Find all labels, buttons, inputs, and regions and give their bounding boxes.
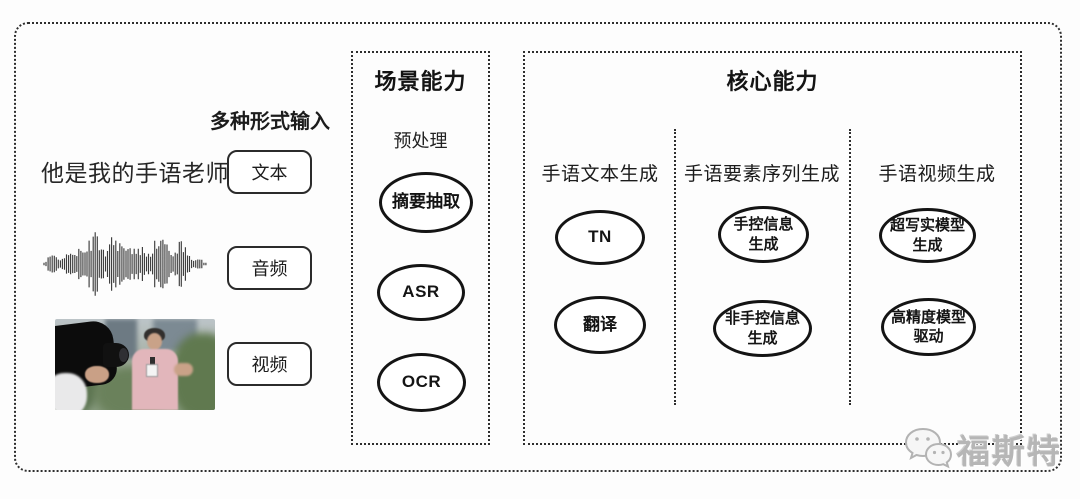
- photo-camera-lens-glass: [119, 348, 128, 362]
- node-summary-extraction: 摘要抽取: [379, 172, 473, 233]
- core-capability-title: 核心能力: [726, 69, 819, 94]
- node-translation: 翻译: [554, 296, 646, 354]
- node-tn: TN: [555, 210, 645, 265]
- input-type-label: 文本: [251, 163, 288, 183]
- photo-reporter-jacket: [132, 349, 178, 410]
- outer-dashed-border: [14, 22, 1062, 472]
- input-type-label: 视频: [251, 355, 288, 375]
- scene-capability-box: 场景能力 预处理 摘要抽取 ASR OCR: [351, 51, 490, 445]
- column-header-sign-video-generation: 手语视频生成: [878, 164, 996, 185]
- photo-reporter-hand: [174, 363, 193, 376]
- node-label: 手控信息 生成: [733, 216, 794, 253]
- node-label: 摘要抽取: [392, 192, 460, 212]
- photo-microphone: [150, 357, 155, 365]
- core-capability-box: 核心能力 手语文本生成 手语要素序列生成 手语视频生成 TN 翻译 手控信息 生…: [523, 51, 1022, 445]
- wechat-chat-bubbles-icon: [904, 427, 953, 469]
- scene-capability-title: 场景能力: [374, 69, 467, 94]
- node-label: OCR: [401, 372, 442, 392]
- node-label: ASR: [402, 282, 440, 302]
- input-type-box-video: 视频: [227, 342, 312, 386]
- node-manual-info-generation: 手控信息 生成: [718, 206, 809, 263]
- input-section-label: 多种形式输入: [210, 111, 330, 133]
- column-divider: [849, 129, 851, 405]
- audio-waveform: [40, 225, 212, 303]
- node-hyperrealistic-model-generation: 超写实模型 生成: [879, 208, 976, 263]
- node-high-precision-model-driving: 高精度模型 驱动: [881, 298, 976, 356]
- preprocess-label: 预处理: [393, 131, 448, 151]
- column-header-sign-element-sequence-generation: 手语要素序列生成: [683, 164, 840, 185]
- input-type-box-audio: 音频: [227, 246, 312, 290]
- node-label: 高精度模型 驱动: [890, 308, 966, 346]
- column-divider: [674, 129, 676, 405]
- photo-reporter-head: [147, 333, 162, 350]
- node-non-manual-info-generation: 非手控信息 生成: [713, 300, 812, 357]
- node-label: 超写实模型 生成: [889, 217, 965, 254]
- node-asr: ASR: [377, 264, 465, 321]
- photo-cameraman-hand: [85, 366, 109, 383]
- node-ocr: OCR: [377, 353, 466, 412]
- node-label: 非手控信息 生成: [724, 310, 800, 347]
- node-label: 翻译: [583, 314, 617, 334]
- watermark: 福斯特: [901, 424, 1062, 474]
- photo-cameraman-sleeve: [55, 373, 87, 410]
- input-type-box-text: 文本: [227, 150, 312, 194]
- watermark-text: 福斯特: [957, 433, 1062, 470]
- sample-sentence-text: 他是我的手语老师: [41, 160, 229, 186]
- column-header-sign-text-generation: 手语文本生成: [541, 164, 659, 185]
- node-label: TN: [588, 227, 612, 247]
- input-type-label: 音频: [251, 259, 288, 279]
- reporter-video-photo: [55, 319, 215, 410]
- photo-microphone-flag: [146, 364, 158, 377]
